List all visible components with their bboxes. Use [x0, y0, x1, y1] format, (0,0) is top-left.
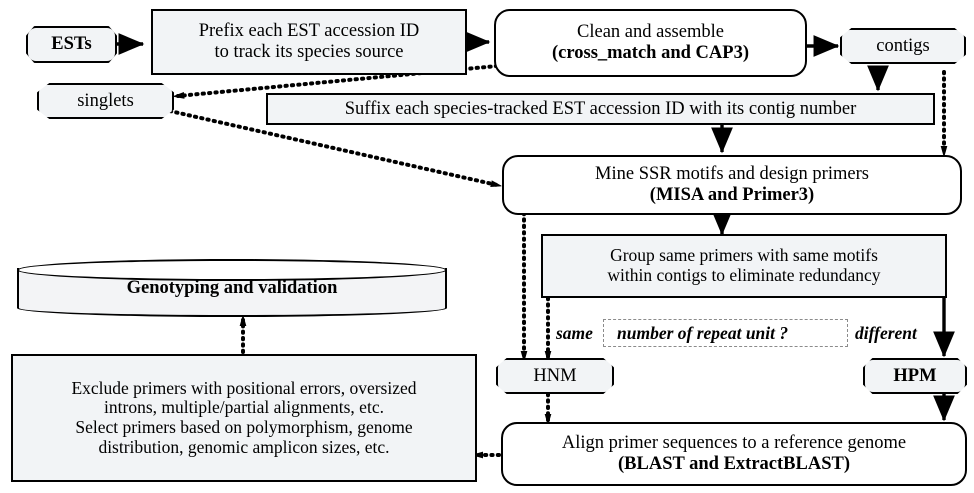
node-group-primers[interactable]: Group same primers with same motifs with…: [541, 234, 947, 298]
node-prefix[interactable]: Prefix each EST accession ID to track it…: [151, 9, 467, 75]
node-exclude-select-label: Exclude primers with positional errors, …: [71, 377, 417, 457]
decision-branch-different-label: different: [855, 323, 917, 343]
node-mine-ssr-line1: Mine SSR motifs and design primers: [595, 164, 869, 185]
node-align-line1: Align primer sequences to a reference ge…: [561, 433, 907, 454]
node-align[interactable]: Align primer sequences to a reference ge…: [501, 422, 967, 486]
node-clean-assemble[interactable]: Clean and assemble (cross_match and CAP3…: [494, 9, 807, 77]
decision-question-box: [603, 319, 848, 347]
decision-branch-same-label: same: [556, 323, 593, 343]
node-clean-assemble-line2: (cross_match and CAP3): [552, 43, 749, 63]
node-singlets-label: singlets: [77, 90, 134, 111]
node-mine-ssr-line2: (MISA and Primer3): [649, 185, 815, 205]
node-exclude-select[interactable]: Exclude primers with positional errors, …: [11, 354, 477, 482]
node-hpm[interactable]: HPM: [863, 358, 967, 394]
node-mine-ssr[interactable]: Mine SSR motifs and design primers (MISA…: [502, 155, 962, 215]
node-contigs-label: contigs: [876, 35, 930, 56]
node-align-line2: (BLAST and ExtractBLAST): [618, 454, 850, 474]
decision-question-label: number of repeat unit ?: [617, 323, 789, 343]
node-prefix-label: Prefix each EST accession ID to track it…: [198, 21, 420, 62]
node-hpm-label: HPM: [893, 365, 937, 386]
node-genotyping[interactable]: Genotyping and validation: [17, 259, 447, 317]
node-hnm-label: HNM: [533, 365, 577, 386]
node-suffix[interactable]: Suffix each species-tracked EST accessio…: [266, 93, 935, 125]
node-group-primers-label: Group same primers with same motifs with…: [607, 245, 881, 285]
node-suffix-label: Suffix each species-tracked EST accessio…: [344, 98, 857, 119]
node-ests-label: ESTs: [51, 34, 92, 55]
node-ests[interactable]: ESTs: [26, 26, 117, 63]
cylinder-top-ellipse: [17, 259, 447, 281]
node-contigs[interactable]: contigs: [840, 28, 966, 64]
node-singlets[interactable]: singlets: [37, 83, 174, 119]
node-hnm[interactable]: HNM: [496, 358, 614, 394]
node-clean-assemble-line1: Clean and assemble: [577, 22, 724, 43]
node-genotyping-label: Genotyping and validation: [126, 277, 338, 298]
